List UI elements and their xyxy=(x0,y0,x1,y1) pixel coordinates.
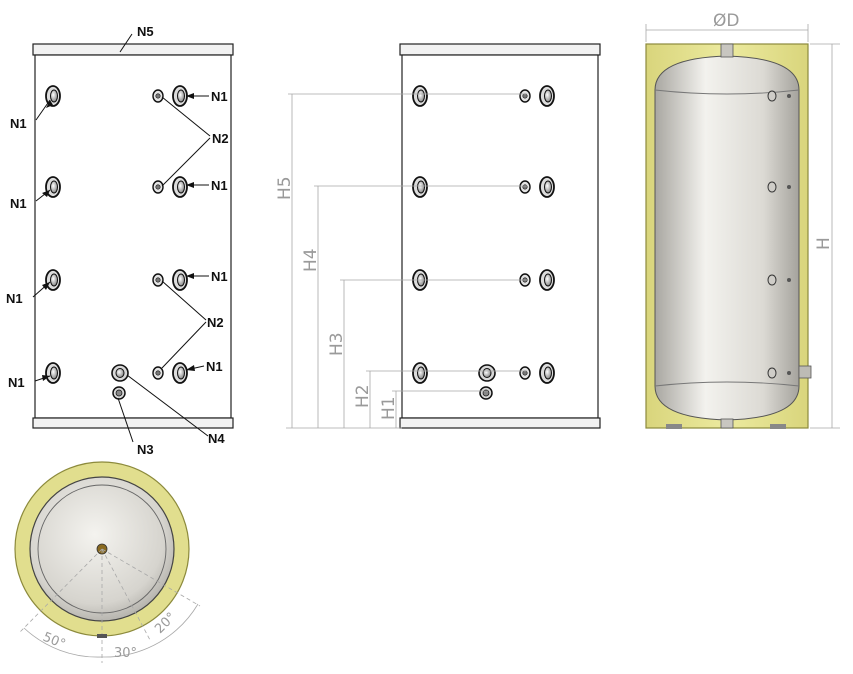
lower-seam xyxy=(654,381,800,387)
nozzle-n1 xyxy=(539,362,555,384)
nozzle-n1 xyxy=(45,362,61,384)
port-pair xyxy=(767,274,791,286)
tank-shell xyxy=(654,55,800,421)
label-n1: N1 xyxy=(8,375,25,390)
nozzle-n1 xyxy=(45,269,61,291)
label-n1: N1 xyxy=(10,116,27,131)
angle-arc xyxy=(147,603,199,649)
dim-label-h1: H1 xyxy=(379,396,399,420)
label-n1: N1 xyxy=(10,196,27,211)
nozzle-n1 xyxy=(172,176,188,198)
bottom-nozzle xyxy=(97,634,107,638)
angle-ray xyxy=(101,548,201,607)
arrowhead xyxy=(42,375,50,381)
label-n1: N1 xyxy=(211,178,228,193)
top-cap xyxy=(32,43,234,56)
arrowhead xyxy=(186,182,194,188)
nozzle-n2 xyxy=(152,180,164,194)
nozzle-n4 xyxy=(111,364,129,382)
leader-n1 xyxy=(35,99,51,121)
dim-label-diameter: ØD xyxy=(713,11,739,31)
label-n1: N1 xyxy=(6,291,23,306)
port-group xyxy=(767,90,791,379)
upper-seam xyxy=(654,89,800,95)
nozzle-n1 xyxy=(412,176,428,198)
angle-ray xyxy=(101,548,151,641)
dim-label-h2: H2 xyxy=(353,384,373,408)
angle-label-30: 30° xyxy=(114,646,137,661)
front-view-labeled: N5 N1 N1 N1 N1 N1 N1 N1 N1 N2 N2 N3 N4 xyxy=(6,24,234,457)
port-pair xyxy=(767,181,791,193)
dim-label-h3: H3 xyxy=(327,332,347,356)
nozzle-group xyxy=(412,85,555,400)
arrowhead xyxy=(186,273,194,279)
nozzle-n1 xyxy=(172,362,188,384)
nozzle-n4 xyxy=(478,364,496,382)
nozzle-n2 xyxy=(519,180,531,194)
label-n5: N5 xyxy=(137,24,154,39)
leader-n2 xyxy=(161,96,211,137)
tank-body-outline xyxy=(34,54,232,419)
bottom-cap xyxy=(32,417,234,429)
tank-body-outline xyxy=(401,54,599,419)
bottom-nozzle xyxy=(720,418,734,429)
dim-label-h: H xyxy=(814,237,834,250)
angle-ray xyxy=(19,548,103,633)
top-nozzle xyxy=(720,43,734,58)
leader-n4 xyxy=(126,374,209,437)
port-pair xyxy=(767,367,791,379)
top-view: 50° 30° 20° xyxy=(14,461,201,663)
arrowhead xyxy=(186,93,194,99)
leader-n3 xyxy=(117,397,134,443)
arrowhead xyxy=(42,190,50,197)
label-n1: N1 xyxy=(211,269,228,284)
label-n3: N3 xyxy=(137,442,154,457)
top-cap xyxy=(399,43,601,56)
nozzle-n1 xyxy=(45,176,61,198)
label-n1: N1 xyxy=(206,359,223,374)
nozzle-n2 xyxy=(152,273,164,287)
nozzle-n2 xyxy=(519,366,531,380)
leader-n5 xyxy=(119,33,133,53)
nozzle-n1 xyxy=(172,85,188,107)
label-n1: N1 xyxy=(211,89,228,104)
leader-n2 xyxy=(161,137,211,187)
label-n4: N4 xyxy=(208,431,225,446)
label-n2: N2 xyxy=(212,131,229,146)
nozzle-n2 xyxy=(519,89,531,103)
dim-label-h4: H4 xyxy=(301,248,321,272)
section-view: ØD H xyxy=(645,11,840,429)
angle-label-50: 50° xyxy=(41,630,68,653)
side-nozzle xyxy=(798,365,812,379)
label-n2: N2 xyxy=(207,315,224,330)
dim-label-h5: H5 xyxy=(275,176,295,200)
arrowhead xyxy=(42,282,50,290)
angle-arc xyxy=(101,647,149,658)
arrowhead xyxy=(186,365,195,371)
foot xyxy=(666,424,682,429)
foot xyxy=(770,424,786,429)
nozzle-n3 xyxy=(479,386,493,400)
nozzle-n1 xyxy=(539,269,555,291)
bottom-cap xyxy=(399,417,601,429)
nozzle-n1 xyxy=(172,269,188,291)
leader-n2 xyxy=(161,321,207,369)
nozzle-n2 xyxy=(152,366,164,380)
leader-n2 xyxy=(161,280,207,321)
nozzle-n1 xyxy=(539,85,555,107)
arrowhead xyxy=(46,100,53,108)
nozzle-n1 xyxy=(539,176,555,198)
nozzle-n2 xyxy=(152,89,164,103)
nozzle-group xyxy=(45,85,188,400)
angle-arc xyxy=(23,627,103,658)
front-view-dimensioned: H5 H4 H3 H2 H1 xyxy=(275,43,601,429)
port-pair xyxy=(767,90,791,102)
nozzle-n1 xyxy=(412,85,428,107)
nozzle-n3 xyxy=(112,386,126,400)
nozzle-n1 xyxy=(412,362,428,384)
